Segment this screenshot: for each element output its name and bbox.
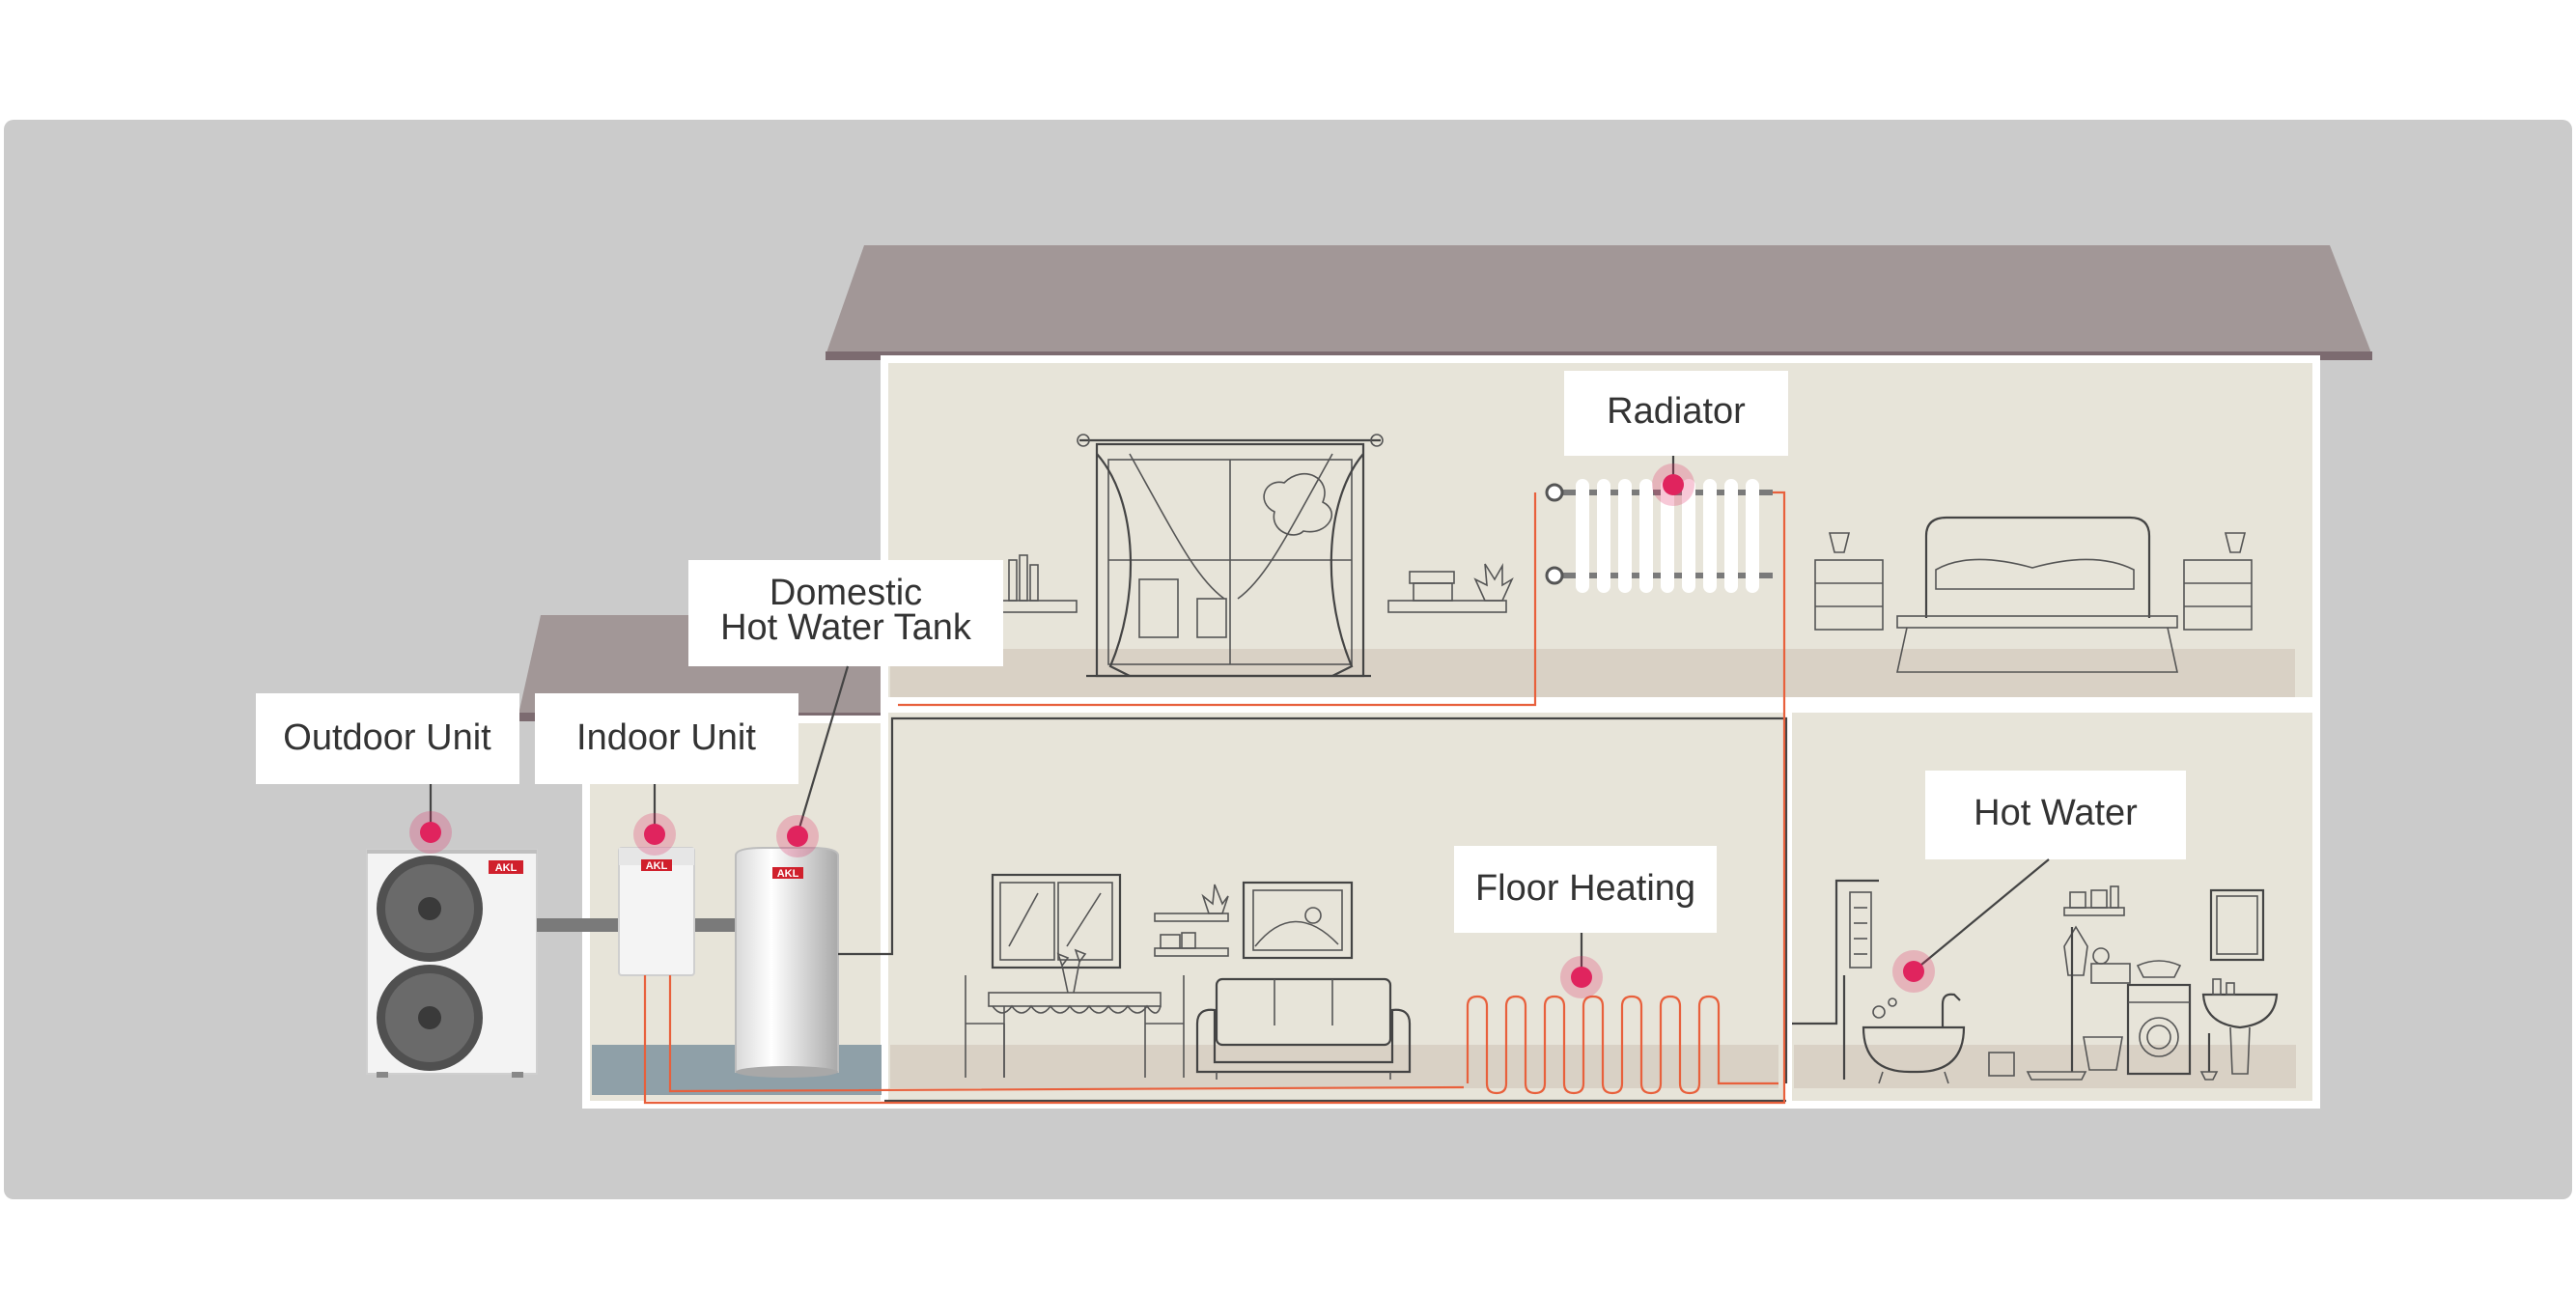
upper-floor-strip bbox=[890, 649, 2295, 697]
outdoor-unit: AKL bbox=[366, 849, 538, 1078]
callout-floor-heating: Floor Heating bbox=[1454, 846, 1717, 998]
lower-floor-living-strip bbox=[890, 1045, 1778, 1088]
label-box-dhw-tank bbox=[688, 560, 1003, 666]
indoor-unit: AKL bbox=[618, 847, 695, 976]
outdoor-unit-brand: AKL bbox=[495, 862, 518, 874]
dhw-tank: AKL bbox=[735, 847, 839, 1078]
water-line bbox=[693, 918, 736, 932]
bedroom-set bbox=[1814, 516, 2253, 673]
label-floor-heating: Floor Heating bbox=[1475, 868, 1695, 909]
label-outdoor-unit: Outdoor Unit bbox=[283, 717, 491, 758]
refrigerant-line bbox=[537, 918, 620, 932]
piping bbox=[643, 491, 1788, 1105]
label-radiator: Radiator bbox=[1607, 391, 1746, 432]
callout-radiator: Radiator bbox=[1564, 371, 1788, 506]
living-room-set bbox=[965, 873, 1412, 1080]
callout-hot-water: Hot Water bbox=[1892, 771, 2186, 993]
label-indoor-unit: Indoor Unit bbox=[576, 717, 756, 758]
label-dhw-tank-line2: Hot Water Tank bbox=[720, 607, 972, 648]
main-roof bbox=[826, 245, 2372, 355]
callout-dhw-tank: Domestic Hot Water Tank bbox=[688, 560, 1003, 857]
dhw-tank-brand: AKL bbox=[777, 868, 799, 880]
curtained-window bbox=[1077, 434, 1384, 678]
label-dhw-tank-line1: Domestic bbox=[770, 573, 922, 613]
label-box-floor-heating bbox=[1454, 846, 1717, 933]
plant-shelf bbox=[1387, 562, 1514, 613]
bathroom-set bbox=[1792, 879, 2279, 1084]
floor-heating-coil bbox=[1466, 995, 1778, 1095]
lower-floor-bath-strip bbox=[1794, 1045, 2296, 1088]
label-box-radiator bbox=[1564, 371, 1788, 456]
label-hot-water: Hot Water bbox=[1974, 793, 2138, 833]
label-box-hot-water bbox=[1925, 771, 2186, 859]
radiator bbox=[1545, 479, 1773, 593]
label-box-indoor-unit bbox=[535, 693, 798, 784]
callout-outdoor-unit: Outdoor Unit bbox=[256, 693, 519, 854]
label-box-outdoor-unit bbox=[256, 693, 519, 784]
indoor-unit-brand: AKL bbox=[646, 860, 668, 872]
callout-indoor-unit: Indoor Unit bbox=[535, 693, 798, 856]
